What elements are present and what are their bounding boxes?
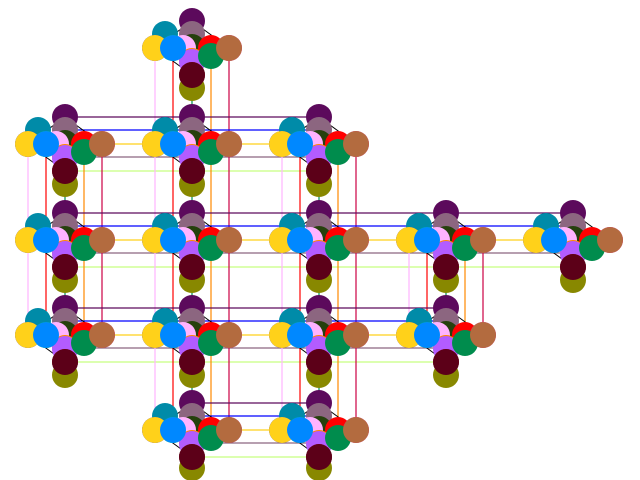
node xyxy=(52,349,78,375)
node xyxy=(160,35,186,61)
node xyxy=(269,227,295,253)
node xyxy=(470,322,496,348)
node xyxy=(216,35,242,61)
node xyxy=(269,322,295,348)
node xyxy=(396,322,422,348)
node xyxy=(179,62,205,88)
node xyxy=(179,349,205,375)
node xyxy=(179,254,205,280)
node xyxy=(160,417,186,443)
node xyxy=(306,254,332,280)
node xyxy=(343,131,369,157)
node xyxy=(287,322,313,348)
node xyxy=(142,417,168,443)
node xyxy=(142,227,168,253)
node xyxy=(396,227,422,253)
node xyxy=(179,444,205,470)
nodes xyxy=(15,8,623,480)
node xyxy=(541,227,567,253)
node xyxy=(560,254,586,280)
node xyxy=(306,158,332,184)
node xyxy=(142,35,168,61)
node xyxy=(343,227,369,253)
node xyxy=(89,322,115,348)
node xyxy=(216,131,242,157)
node xyxy=(269,417,295,443)
node xyxy=(52,158,78,184)
node xyxy=(33,131,59,157)
node xyxy=(33,322,59,348)
node xyxy=(52,254,78,280)
node xyxy=(179,158,205,184)
node xyxy=(15,227,41,253)
node xyxy=(287,131,313,157)
node xyxy=(597,227,623,253)
node xyxy=(414,322,440,348)
node xyxy=(523,227,549,253)
node xyxy=(343,322,369,348)
node xyxy=(89,131,115,157)
node xyxy=(343,417,369,443)
node xyxy=(89,227,115,253)
node xyxy=(160,227,186,253)
node xyxy=(306,444,332,470)
node xyxy=(287,227,313,253)
node xyxy=(216,227,242,253)
node xyxy=(414,227,440,253)
node xyxy=(15,131,41,157)
node xyxy=(433,349,459,375)
node xyxy=(433,254,459,280)
node xyxy=(160,322,186,348)
node xyxy=(216,322,242,348)
node xyxy=(160,131,186,157)
node xyxy=(269,131,295,157)
node xyxy=(142,322,168,348)
node xyxy=(306,349,332,375)
node xyxy=(470,227,496,253)
node xyxy=(142,131,168,157)
node xyxy=(33,227,59,253)
node xyxy=(287,417,313,443)
node xyxy=(15,322,41,348)
node xyxy=(216,417,242,443)
